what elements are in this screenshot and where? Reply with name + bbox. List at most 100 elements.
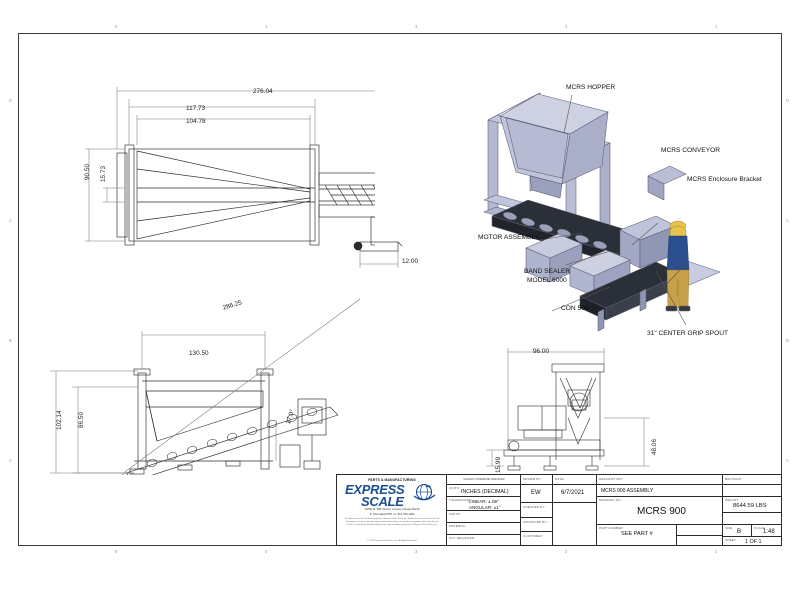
callout-mcrs-conveyor: MCRS CONVEYOR [661,147,720,154]
checked-cell [521,503,553,518]
callout-motor-assembly: MOTOR ASSEMBLY [478,234,539,241]
callout-con-508: CON 508 [561,305,589,312]
part-no-cell [597,525,677,546]
zone-side-c: C [9,218,13,223]
part-no-value: SEE PART # [621,531,653,537]
customer-label: CUSTOMER: [523,533,543,538]
dim-86-50: 86.50 [78,412,85,428]
dim-12-00-geometry [353,241,403,268]
inclined-conveyor-view [50,298,361,475]
zone-top-1: 1 [715,24,718,29]
zone-side-d: D [9,98,13,103]
tolerance-header: UNLESS OTHERWISE SPECIFIED [463,478,505,481]
sheet-value: 1 OF 1 [745,539,762,545]
zone-side-right-a: A [786,458,790,463]
zone-top-3: 3 [415,24,418,29]
dim-130-50: 130.50 [189,350,209,357]
weight-value: 8644.59 LBS [733,503,767,509]
part-no-label: PART NUMBER: [599,526,624,530]
qty-label: QTY REQUIRED: [449,536,476,540]
finish-spec-cell [677,536,723,546]
globe-icon [413,483,436,501]
side-elevation-view [85,87,375,246]
checked-label: CHECKED BY: [523,504,546,509]
company-logo: PARTS & MANUFACTURING EXPRESS SCALE 1455… [337,475,447,546]
weight-cell [723,497,781,513]
date-label: DATE: [555,476,565,481]
company-copyright: © 2012 Express Scale Parts, Inc. All Rig… [367,540,417,542]
zone-bottom-2: 2 [565,549,568,554]
company-logo-cell [337,475,447,546]
date-value: 6/7/2021 [561,490,585,496]
description-header-cell [597,475,723,485]
date-value-cell [553,485,597,503]
drawn-value-cell [521,485,553,503]
zone-bottom-4: 4 [265,549,268,554]
company-name-line1: EXPRESS [345,482,405,497]
size-value: B [737,529,742,535]
dim-15-73: 15.73 [100,166,107,182]
zone-side-right-b: B [786,338,790,343]
description-value-cell [597,485,723,497]
scale-label: SCALE [754,526,765,530]
zone-top-2: 2 [565,24,568,29]
size-label: SIZE [725,526,733,530]
company-name-line2: SCALE [361,494,404,509]
units-label: UNITS: [449,486,461,490]
tolerance-angular: ANGULAR: ±1° [469,505,501,510]
dim-15-99: 15.99 [495,457,502,473]
rev-blank-cell [723,485,781,497]
rev-date-cell [723,513,781,525]
description-label: DESCRIPTION: [599,476,623,481]
drawing-no-label: DRAWING NO: [599,498,622,502]
tolerance-linear: LINEAR: ±.06" [469,499,499,504]
company-tagline: PARTS & MANUFACTURING [368,478,416,482]
weight-label: WEIGHT: [725,498,739,502]
zone-side-right-d: D [786,98,790,103]
isometric-assembly-view [483,92,721,332]
company-address: 14550 W. 99th Street | Lenexa, Kansas 66… [364,508,420,511]
zone-top-4: 4 [265,24,268,29]
zone-top-5: 5 [115,24,118,29]
title-block: PARTS & MANUFACTURING EXPRESS SCALE 1455… [336,474,782,546]
drawing-no-cell [597,497,723,525]
callout-band-sealer: BAND SEALER [524,268,571,275]
dim-117-73: 117.73 [186,105,206,112]
scale-cell [752,525,781,537]
dim-90-50: 90.50 [84,164,91,180]
zone-side-a: A [9,458,13,463]
drawn-by-label: DRAWN BY: [523,476,542,481]
zone-side-right-c: C [786,218,790,223]
front-elevation-view [486,348,650,471]
dim-48-06: 48.06 [651,439,658,455]
approved-label: APPROVED BY: [523,519,548,524]
revision-label: REVISION: [725,476,742,481]
size-cell [723,525,752,537]
finish-cell [447,511,521,523]
dim-12-00: 12.00 [402,258,418,265]
date-blank-cell [553,503,597,546]
zone-bottom-3: 3 [415,549,418,554]
customer-cell [521,532,553,546]
drawn-by-value: EW [531,490,541,496]
zone-bottom-1: 1 [715,549,718,554]
tolerance-header-cell [447,475,521,485]
zone-side-b: B [9,338,13,343]
company-legal: This document is the exclusive property … [344,518,440,527]
description-value: MCRS 900 ASSEMBLY [601,487,654,494]
dim-104-78: 104.78 [186,118,206,125]
company-phone: P: 913-called-8787 | F: 913-789-1092 [369,513,415,516]
drawing-no-value: MCRS 900 [637,506,686,517]
tolerances-cell [447,497,521,511]
material-label: MATERIAL: [449,524,467,528]
units-cell [447,485,521,497]
scale-value: 1:48 [763,529,775,535]
date-header-cell [553,475,597,485]
callout-mcrs-hopper: MCRS HOPPER [566,84,616,91]
units-value: INCHES (DECIMAL) [461,489,509,495]
zone-bottom-5: 5 [115,549,118,554]
tolerances-label: TOLERANCES: [449,498,473,502]
callout-mcrs-enclosure-bracket: MCRS Enclosure Bracket [687,176,762,183]
material-spec-cell [677,525,723,536]
